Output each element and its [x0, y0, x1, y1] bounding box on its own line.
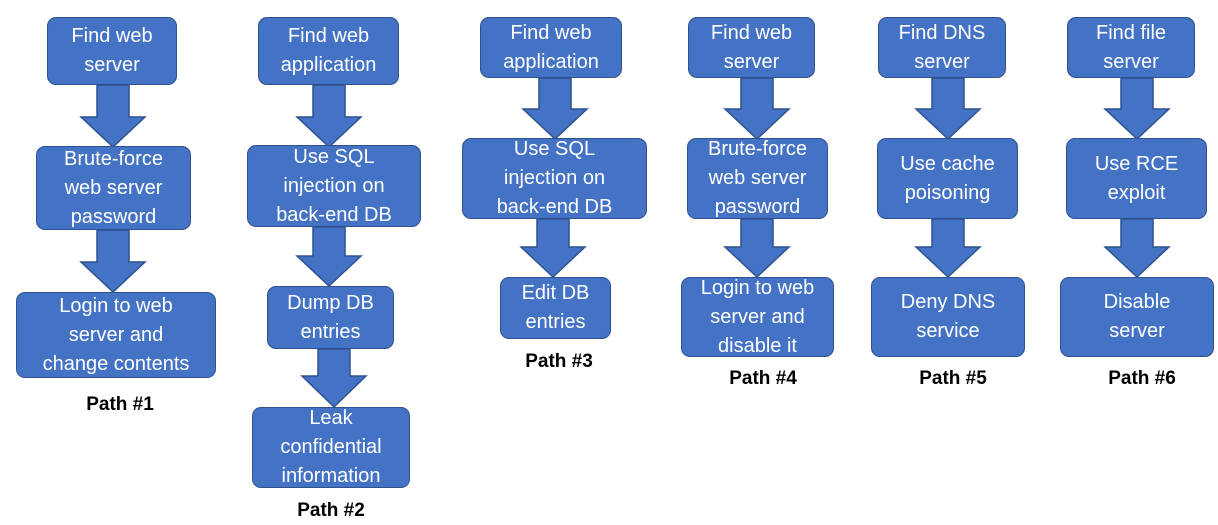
path1-step1-box: Find web server — [47, 17, 177, 85]
path6-step2-box: Use RCE exploit — [1066, 138, 1207, 219]
path2-step3-box: Dump DB entries — [267, 286, 394, 349]
arrow-down-icon — [519, 218, 587, 279]
arrow-down-icon — [295, 226, 363, 288]
arrow-down-icon — [79, 229, 147, 294]
path2-step2-box: Use SQL injection on back-end DB — [247, 145, 421, 227]
path3-step2-box: Use SQL injection on back-end DB — [462, 138, 647, 219]
arrow-down-icon — [914, 77, 982, 141]
arrow-down-icon — [1103, 77, 1171, 141]
path1-label: Path #1 — [86, 394, 154, 415]
arrow-down-icon — [1103, 218, 1171, 279]
arrow-down-icon — [300, 348, 368, 409]
path5-step2-box: Use cache poisoning — [877, 138, 1018, 219]
path6-label: Path #6 — [1108, 368, 1176, 389]
arrow-down-icon — [723, 77, 791, 141]
arrow-down-icon — [521, 77, 589, 141]
path5-label: Path #5 — [919, 368, 987, 389]
path6-step1-box: Find file server — [1067, 17, 1195, 78]
path5-step3-box: Deny DNS service — [871, 277, 1025, 357]
arrow-down-icon — [914, 218, 982, 279]
arrow-down-icon — [295, 84, 363, 149]
path2-step4-box: Leak confidential information — [252, 407, 410, 488]
arrow-down-icon — [723, 218, 791, 279]
path2-label: Path #2 — [297, 500, 365, 521]
path1-step3-box: Login to web server and change contents — [16, 292, 216, 378]
path4-step2-box: Brute-force web server password — [687, 138, 828, 219]
path4-step3-box: Login to web server and disable it — [681, 277, 834, 357]
path3-step3-box: Edit DB entries — [500, 277, 611, 339]
path3-step1-box: Find web application — [480, 17, 622, 78]
path2-step1-box: Find web application — [258, 17, 399, 85]
path6-step3-box: Disable server — [1060, 277, 1214, 357]
path5-step1-box: Find DNS server — [878, 17, 1006, 78]
path1-step2-box: Brute-force web server password — [36, 146, 191, 230]
path4-label: Path #4 — [729, 368, 797, 389]
path4-step1-box: Find web server — [688, 17, 815, 78]
arrow-down-icon — [79, 84, 147, 149]
path3-label: Path #3 — [525, 351, 593, 372]
